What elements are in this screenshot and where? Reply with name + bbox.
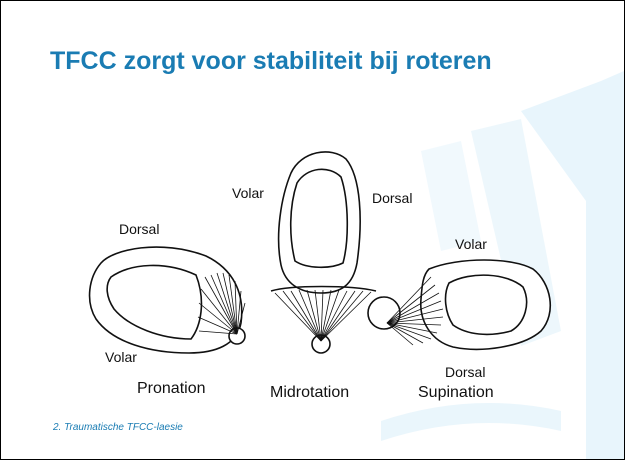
pronation-bone-drawing xyxy=(90,247,245,353)
pronation-dorsal-label: Dorsal xyxy=(119,221,159,237)
midrotation-bone-drawing xyxy=(271,152,376,353)
supination-caption: Supination xyxy=(418,384,494,401)
midrotation-volar-label: Volar xyxy=(232,185,264,201)
supination-bone-drawing xyxy=(368,260,550,349)
supination-dorsal-label: Dorsal xyxy=(445,364,485,380)
pronation-caption: Pronation xyxy=(137,380,206,397)
pronation-volar-label: Volar xyxy=(105,349,137,365)
midrotation-dorsal-label: Dorsal xyxy=(372,190,412,206)
supination-volar-label: Volar xyxy=(455,236,487,252)
footer-label: 2. Traumatische TFCC-laesie xyxy=(53,422,183,433)
midrotation-caption: Midrotation xyxy=(270,384,349,401)
